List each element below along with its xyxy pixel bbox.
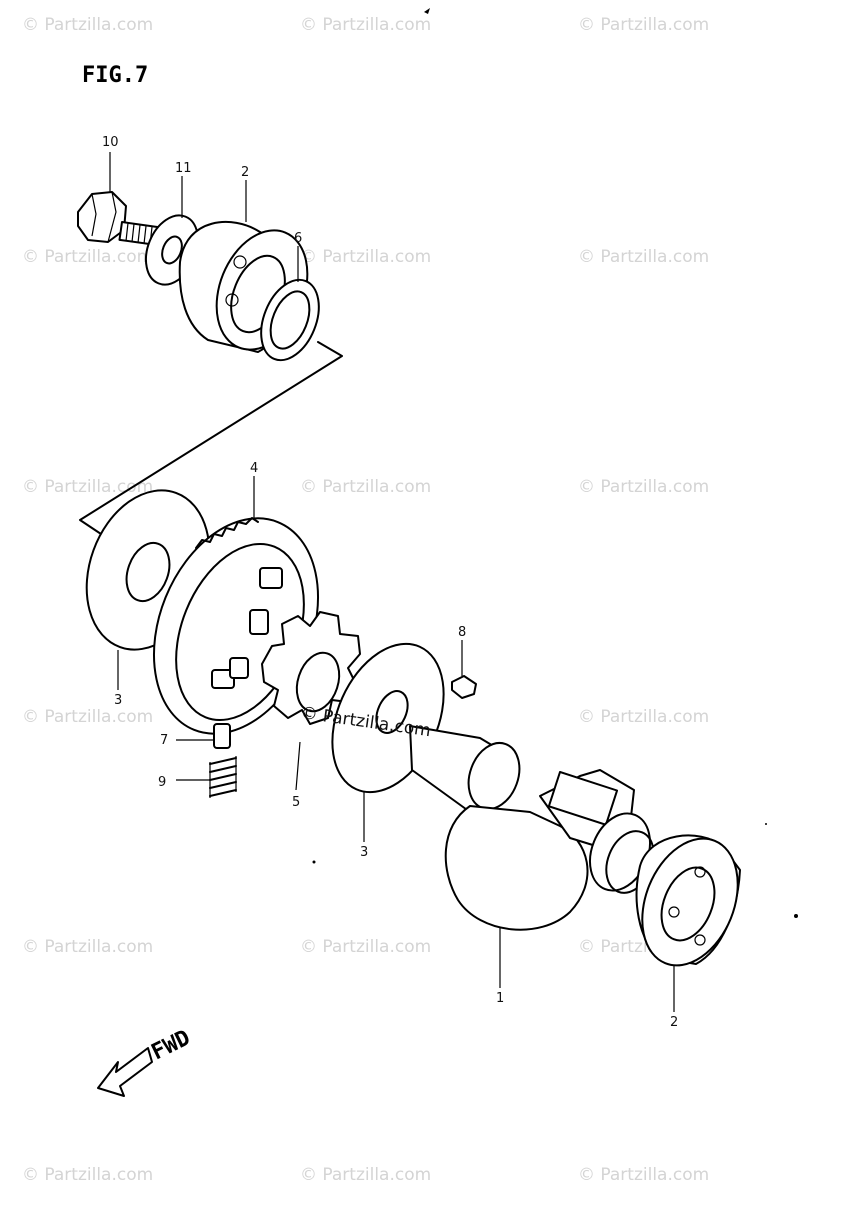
watermark: © Partzilla.com [22, 937, 153, 957]
watermark: © Partzilla.com [578, 247, 709, 267]
watermark-grid: © Partzilla.com © Partzilla.com © Partzi… [22, 15, 709, 1185]
figure-label: FIG.7 [82, 63, 148, 88]
callouts: 10 11 2 6 4 3 8 7 9 5 3 1 2 [102, 135, 678, 1030]
watermark: © Partzilla.com [578, 1165, 709, 1185]
key-8 [451, 675, 477, 699]
callout-1: 1 [496, 991, 504, 1006]
watermark: © Partzilla.com [22, 247, 153, 267]
callout-3-left: 3 [114, 693, 122, 708]
watermark: © Partzilla.com [578, 707, 709, 727]
callout-3-right: 3 [360, 845, 368, 860]
watermark: © Partzilla.com [300, 247, 431, 267]
bearing-lower [635, 834, 741, 967]
callout-7: 7 [160, 733, 168, 748]
fwd-label: FWD [148, 1025, 195, 1065]
callout-6: 6 [294, 231, 302, 246]
callout-2-lower: 2 [670, 1015, 678, 1030]
callout-8: 8 [458, 625, 466, 640]
watermark: © Partzilla.com [22, 1165, 153, 1185]
watermark: © Partzilla.com [22, 707, 153, 727]
watermark: © Partzilla.com [300, 1165, 431, 1185]
lower-assembly [85, 489, 741, 967]
scan-dot [765, 823, 767, 825]
watermark: © Partzilla.com [22, 477, 153, 497]
callout-11: 11 [175, 161, 192, 176]
watermark: © Partzilla.com [578, 15, 709, 35]
watermark: © Partzilla.com [300, 477, 431, 497]
watermark: © Partzilla.com [300, 15, 431, 35]
callout-9: 9 [158, 775, 166, 790]
scan-dot [794, 914, 798, 918]
callout-5: 5 [292, 795, 300, 810]
callout-2-upper: 2 [241, 165, 249, 180]
callout-10: 10 [102, 135, 119, 150]
sprocket-5 [261, 611, 361, 725]
watermark: © Partzilla.com [22, 15, 153, 35]
pin-7 [213, 723, 231, 749]
assembly-connector-line [79, 341, 343, 537]
callout-4: 4 [250, 461, 258, 476]
ring-6 [260, 278, 320, 362]
upper-assembly [77, 191, 320, 362]
fwd-indicator: FWD [97, 1025, 195, 1097]
watermark: © Partzilla.com [300, 937, 431, 957]
bolt-10 [77, 191, 165, 247]
fwd-arrow-icon [97, 1047, 153, 1097]
scan-mark [424, 8, 430, 14]
watermark: © Partzilla.com [578, 477, 709, 497]
leader-lines [109, 152, 675, 1012]
scan-dot [312, 860, 316, 864]
crankshaft-1 [409, 725, 655, 931]
spring-9 [209, 756, 237, 798]
